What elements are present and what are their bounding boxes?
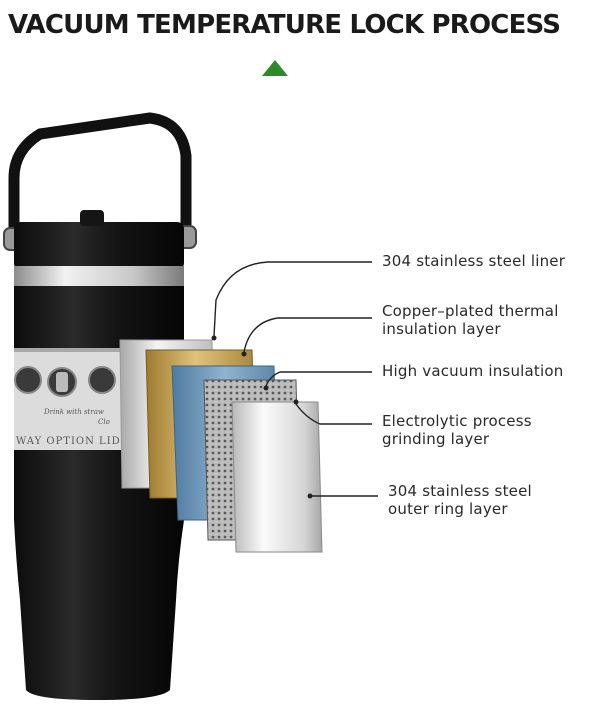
leader-line-2 [243,317,372,353]
up-triangle-icon [262,60,288,76]
label-band [14,350,130,450]
label-liner: 304 stainless steel liner [382,252,566,270]
layer-outer [231,401,323,553]
handle [8,112,192,238]
steel-ring [14,266,184,286]
label-vacuum: High vacuum insulation [382,362,564,380]
label-copper-line1: Copper–plated thermal [382,302,559,320]
label-grinding-line2: grinding layer [382,430,490,448]
label-grinding-line1: Electrolytic process [382,412,532,430]
leader-line-1 [213,261,372,337]
cup-caption-drink: Drink with straw [43,408,104,416]
cup-band-text: WAY OPTION LID [16,436,121,447]
label-outer-line2: outer ring layer [388,500,508,518]
label-copper-line2: insulation layer [382,320,501,338]
leader-line-3 [265,371,372,387]
page-title: VACUUM TEMPERATURE LOCK PROCESS [8,10,561,40]
leader-line-4 [295,403,372,425]
label-outer-line1: 304 stainless steel [388,482,532,500]
cup-caption-close: Clo [98,418,110,426]
lid [14,222,184,270]
